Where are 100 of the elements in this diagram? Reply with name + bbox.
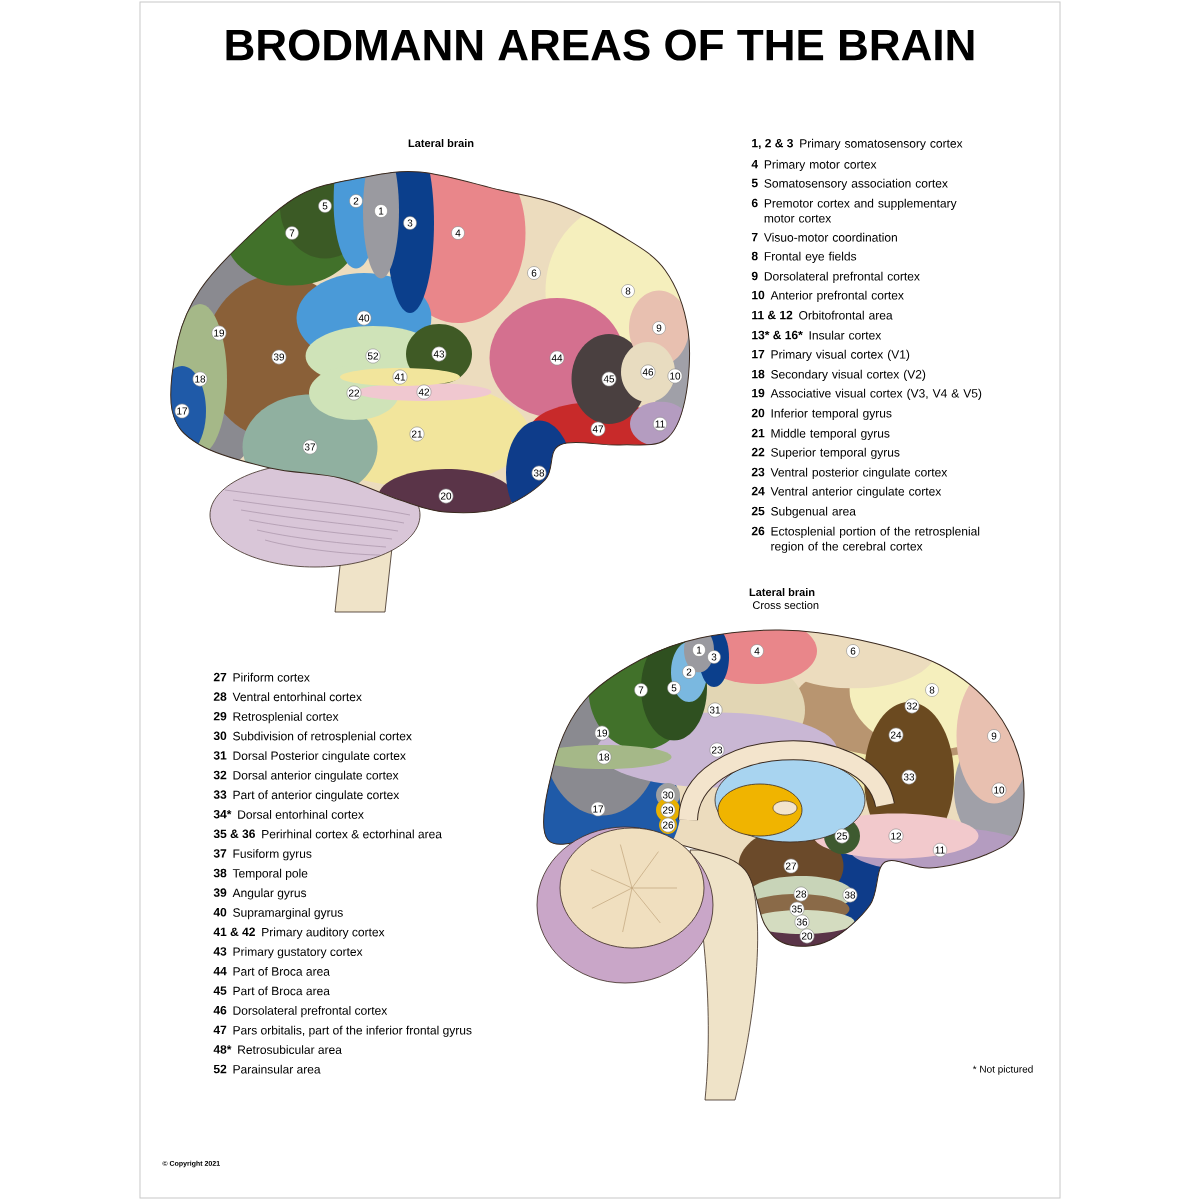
area-number: 5 bbox=[751, 178, 758, 188]
callout-number: 8 bbox=[621, 284, 635, 298]
area-number: 17 bbox=[752, 349, 765, 359]
area-description: Ventral anterior cingulate cortex bbox=[770, 486, 942, 498]
area-number: 11 & 12 bbox=[752, 310, 793, 320]
callout-number: 32 bbox=[904, 698, 920, 714]
area-number: 23 bbox=[751, 467, 765, 477]
area-description: Temporal pole bbox=[232, 868, 308, 880]
callout-number: 17 bbox=[590, 801, 606, 817]
callout-number: 7 bbox=[285, 226, 299, 240]
heading: Lateral brain bbox=[408, 138, 474, 148]
area-number: 29 bbox=[213, 711, 227, 721]
area-number: 47 bbox=[213, 1025, 227, 1034]
callout-number: 17 bbox=[174, 403, 190, 419]
area-number: 52 bbox=[213, 1064, 227, 1074]
subheading: Cross section bbox=[752, 600, 819, 610]
area-number: 44 bbox=[213, 966, 227, 976]
area-number: 32 bbox=[213, 770, 227, 780]
area-description: Retrosplenial cortex bbox=[233, 711, 339, 724]
area-number: 34* bbox=[213, 809, 232, 819]
area-description: Ectosplenial portion of the retrosplenial region of the cerebral cortex bbox=[771, 526, 980, 553]
area-description: Perirhinal cortex & ectorhinal area bbox=[262, 829, 442, 839]
area-number: 7 bbox=[751, 232, 758, 242]
callout-number: 20 bbox=[799, 928, 815, 944]
callout-number: 9 bbox=[987, 729, 1001, 743]
area-description: Supramarginal gyrus bbox=[233, 907, 343, 920]
callout-number: 11 bbox=[932, 842, 948, 858]
area-number: 21 bbox=[751, 428, 765, 438]
callout-number: 43 bbox=[431, 346, 447, 362]
area-number: 40 bbox=[213, 907, 227, 917]
area-number: 38 bbox=[213, 868, 227, 878]
callout-number: 3 bbox=[403, 216, 417, 230]
area-number: 48* bbox=[213, 1045, 232, 1054]
heading: Lateral brain bbox=[749, 587, 815, 597]
area-description: Inferior temporal gyrus bbox=[771, 408, 892, 420]
callout-number: 4 bbox=[750, 644, 764, 658]
callout-number: 45 bbox=[601, 371, 617, 387]
area-number: 33 bbox=[213, 790, 227, 799]
area-number: 8 bbox=[751, 251, 758, 261]
callout-number: 6 bbox=[527, 266, 541, 280]
callout-number: 11 bbox=[652, 416, 668, 432]
area-number: 31 bbox=[213, 751, 227, 760]
area-description: Dorsolateral prefrontal cortex bbox=[233, 1005, 388, 1018]
area-description: Secondary visual cortex (V2) bbox=[771, 369, 926, 381]
area-number: 39 bbox=[213, 888, 227, 897]
callout-number: 46 bbox=[640, 364, 656, 380]
callout-number: 10 bbox=[667, 368, 683, 384]
callout-number: 25 bbox=[834, 828, 850, 844]
area-description: Associative visual cortex (V3, V4 & V5) bbox=[770, 388, 982, 400]
area-description: Fusiform gyrus bbox=[233, 849, 312, 861]
area-number: 1, 2 & 3 bbox=[752, 138, 793, 150]
area-description: Dorsal Posterior cingulate cortex bbox=[233, 751, 406, 763]
area-description: Primary motor cortex bbox=[764, 159, 877, 172]
area-number: 27 bbox=[213, 672, 227, 682]
area-description: Frontal eye fields bbox=[764, 251, 857, 263]
area-description: Dorsal entorhinal cortex bbox=[238, 809, 364, 819]
area-description: Subgenual area bbox=[771, 506, 856, 518]
area-description: Primary somatosensory cortex bbox=[800, 138, 963, 151]
callout-number: 40 bbox=[356, 310, 372, 326]
callout-number: 35 bbox=[789, 901, 805, 917]
area-description: Primary auditory cortex bbox=[262, 927, 385, 939]
callout-number: 24 bbox=[888, 727, 904, 743]
callout-number: 9 bbox=[652, 321, 666, 335]
callout-number: 12 bbox=[888, 828, 904, 844]
area-description: Premotor cortex and supplementary motor cortex bbox=[764, 198, 957, 223]
area-number: 4 bbox=[751, 159, 759, 169]
area-number: 25 bbox=[751, 506, 765, 516]
callout-number: 52 bbox=[365, 348, 381, 364]
callout-number: 39 bbox=[271, 349, 287, 365]
callout-number: 44 bbox=[549, 350, 565, 366]
area-number: 18 bbox=[752, 369, 765, 379]
area-description: Superior temporal gyrus bbox=[771, 447, 900, 459]
area-description: Angular gyrus bbox=[232, 888, 307, 900]
area-number: 41 & 42 bbox=[213, 927, 255, 937]
area-description: Pars orbitalis, part of the inferior frontal gyrus bbox=[233, 1025, 472, 1037]
callout-number: 27 bbox=[783, 858, 799, 874]
callout-number: 42 bbox=[416, 384, 432, 400]
area-description: Dorsolateral prefrontal cortex bbox=[764, 271, 920, 283]
area-description: Primary visual cortex (V1) bbox=[771, 349, 910, 362]
area-description: Anterior prefrontal cortex bbox=[770, 290, 904, 302]
area-number: 20 bbox=[751, 408, 765, 418]
callout-number: 30 bbox=[660, 787, 676, 803]
area-description: Part of Broca area bbox=[233, 986, 330, 996]
callout-number: 33 bbox=[901, 769, 917, 785]
callout-number: 20 bbox=[438, 488, 454, 504]
area-number: 6 bbox=[751, 198, 758, 208]
callout-number: 1 bbox=[374, 204, 388, 218]
callout-number: 2 bbox=[349, 194, 363, 208]
area-number: 45 bbox=[213, 986, 227, 995]
callout-number: 37 bbox=[302, 439, 318, 455]
callout-number: 23 bbox=[709, 742, 725, 758]
callout-number: 19 bbox=[211, 325, 227, 341]
area-number: 28 bbox=[213, 692, 227, 701]
callout-number: 18 bbox=[192, 371, 208, 387]
area-description: Part of Broca area bbox=[233, 966, 330, 976]
callout-number: 28 bbox=[793, 886, 809, 902]
area-number: 43 bbox=[213, 947, 227, 956]
callout-number: 36 bbox=[794, 914, 810, 930]
area-number: 37 bbox=[213, 849, 227, 858]
area-description: Primary gustatory cortex bbox=[233, 947, 363, 959]
